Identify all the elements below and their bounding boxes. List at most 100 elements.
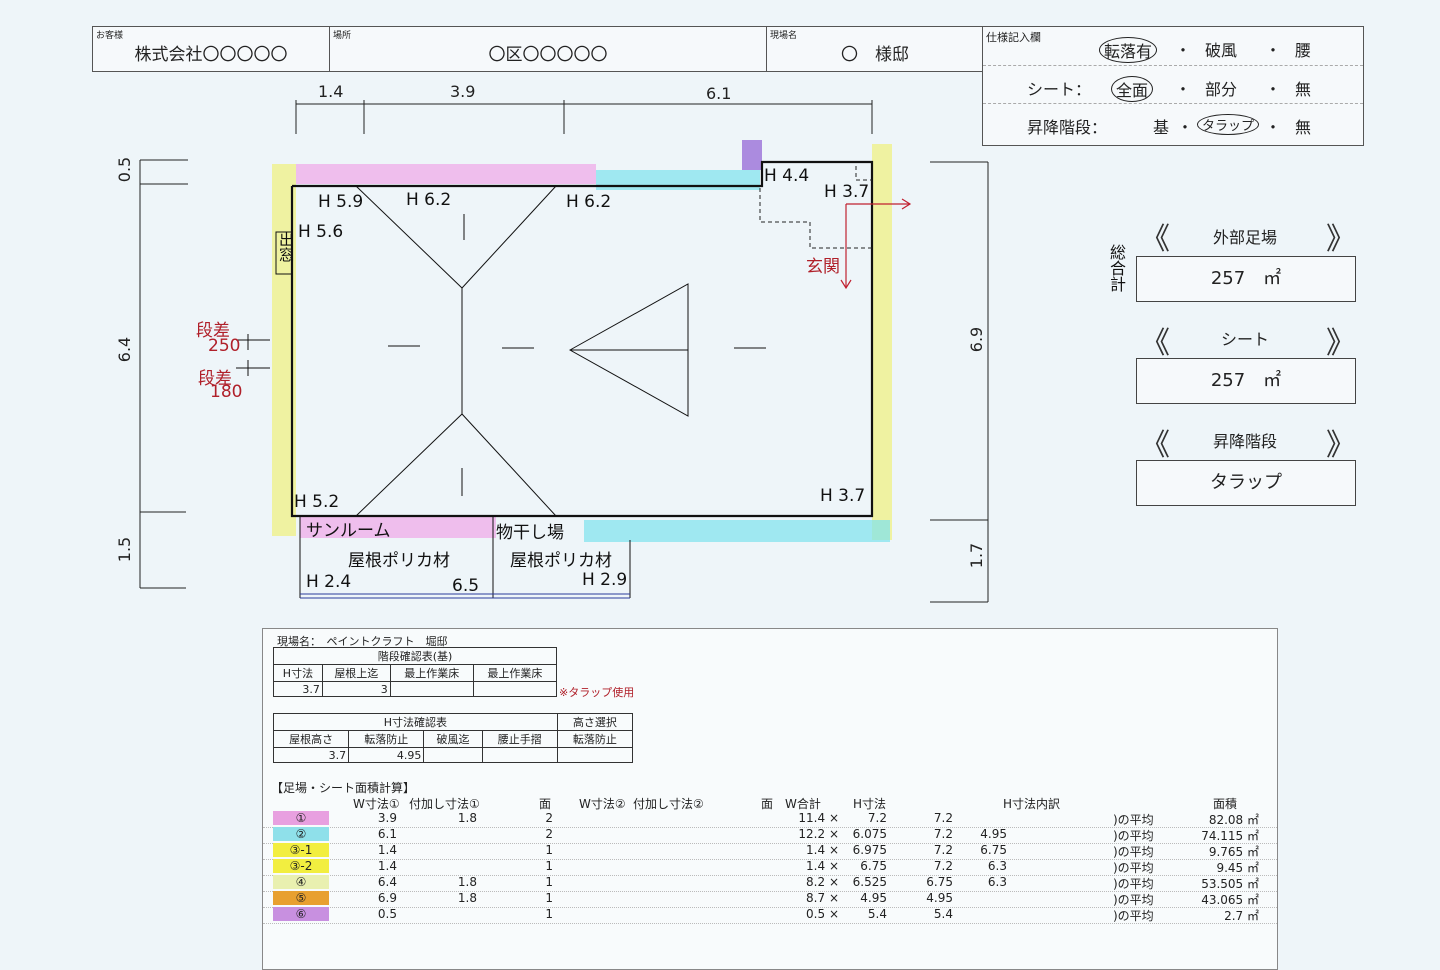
- hsize-cell: 4.95: [860, 891, 887, 905]
- highlight-pink-bottom: [300, 516, 496, 538]
- entrance-label: 玄関: [806, 257, 840, 277]
- face-cell: 1: [545, 907, 553, 921]
- width1-cell: 1.4: [377, 843, 397, 857]
- roof-ridge-line: [355, 413, 463, 517]
- calc-header: W寸法②: [579, 797, 626, 811]
- row-id-swatch: ⑥: [273, 907, 329, 921]
- entrance-dashed-outline: [855, 166, 872, 181]
- drying-area-label: 物干し場: [496, 523, 564, 543]
- sheet-total-label: シート: [1220, 330, 1269, 349]
- table-header: 最上作業床: [389, 664, 474, 682]
- dim-left-2: 6.4: [115, 336, 135, 363]
- hsize-cell: 6.525: [852, 875, 887, 889]
- calc-header-row: W寸法① 付加し寸法① 面 W寸法② 付加し寸法② 面 W合計 H寸法 H寸法内…: [263, 795, 1277, 811]
- average-label: )の平均: [1113, 877, 1154, 891]
- spec-stairs-label: 昇降階段：: [1027, 118, 1108, 137]
- spec-row-sheet: シート： 全面 ・ 部分 ・ 無: [983, 65, 1363, 104]
- height-label: H 2.9: [582, 570, 628, 590]
- dim-right-1: 6.9: [967, 326, 987, 353]
- highlight-cyan-bottom: [584, 520, 890, 542]
- table-header: H寸法: [273, 664, 323, 682]
- row-id-swatch: ③-1: [273, 843, 329, 857]
- bay-window-label: 出窓: [277, 232, 295, 262]
- area-cell: 74.115 ㎡: [1201, 829, 1259, 843]
- spec-sep: ・: [1175, 41, 1192, 60]
- spec-sep: ・: [1265, 118, 1282, 137]
- average-label: )の平均: [1113, 845, 1154, 859]
- total-label: 総合計: [1107, 244, 1126, 292]
- sheet-site-line: 現場名： ペイントクラフト 堀邸: [277, 635, 448, 648]
- spec-sep: ・: [1175, 80, 1192, 99]
- face-cell: 2: [545, 811, 553, 825]
- chevron-left-icon: 《: [1140, 326, 1170, 361]
- height-label: H 2.4: [306, 572, 352, 592]
- wsum-cell: 1.4 ×: [806, 859, 839, 873]
- step-label: 段差: [196, 321, 230, 341]
- wsum-cell: 11.4 ×: [798, 811, 839, 825]
- height-label: H 5.6: [298, 222, 344, 242]
- dim-left-1: 0.5: [115, 156, 135, 183]
- hpart1-cell: 4.95: [926, 891, 953, 905]
- height-select-title: 高さ選択: [556, 713, 634, 731]
- spec-sep: ・: [1265, 80, 1282, 99]
- row-id-swatch: ②: [273, 827, 329, 841]
- width1-cell: 6.9: [377, 891, 397, 905]
- calc-header: W合計: [785, 797, 821, 811]
- area-cell: 43.065 ㎡: [1201, 893, 1259, 907]
- table-header: 屋根高さ: [272, 730, 350, 748]
- step-label: 段差: [198, 369, 232, 389]
- calc-header: 面積: [1213, 797, 1238, 811]
- bay-window-box: [275, 231, 293, 275]
- hpart1-cell: 7.2: [933, 827, 953, 841]
- site-caption: 現場名: [770, 31, 798, 41]
- table-cell: [389, 681, 474, 697]
- add1-cell: 1.8: [457, 891, 477, 905]
- hpart2-cell: 6.3: [987, 875, 1007, 889]
- chevron-right-icon: 》: [1326, 428, 1356, 463]
- hpart2-cell: 6.75: [980, 843, 1007, 857]
- highlight-purple-corner: [742, 140, 762, 170]
- hsize-cell: 7.2: [867, 811, 887, 825]
- roof-ridge-line: [461, 185, 557, 289]
- hpart1-cell: 7.2: [933, 811, 953, 825]
- spec-sheet-full: 全面: [1111, 76, 1154, 102]
- height-label: H 6.2: [566, 192, 612, 212]
- table-cell: [472, 681, 558, 697]
- table-header: 腰止手摺: [481, 730, 558, 748]
- chevron-right-icon: 》: [1326, 326, 1356, 361]
- spec-sep: ・: [1177, 118, 1194, 137]
- highlight-pink-top: [296, 164, 596, 184]
- table-cell: 4.95: [348, 747, 425, 763]
- face-cell: 1: [545, 859, 553, 873]
- hpart1-cell: 7.2: [933, 843, 953, 857]
- step-value: 180: [210, 382, 243, 402]
- customer-caption: お客様: [96, 31, 124, 41]
- area-cell: 82.08 ㎡: [1208, 813, 1259, 827]
- calc-header: 面: [761, 797, 774, 811]
- calculation-sheet: 現場名： ペイントクラフト 堀邸 階段確認表(基) H寸法 屋根上迄 最上作業床…: [262, 628, 1278, 970]
- width1-cell: 0.5: [377, 907, 397, 921]
- average-label: )の平均: [1113, 909, 1154, 923]
- add1-cell: 1.8: [457, 811, 477, 825]
- hpart1-cell: 7.2: [933, 859, 953, 873]
- place-caption: 場所: [333, 31, 352, 41]
- exterior-scaffold-value: 257 ㎡: [1136, 256, 1356, 302]
- roof-material-label: 屋根ポリカ材: [348, 551, 450, 571]
- add1-cell: 1.8: [457, 875, 477, 889]
- wsum-cell: 0.5 ×: [806, 907, 839, 921]
- height-label: H 5.9: [318, 192, 364, 212]
- area-cell: 2.7 ㎡: [1224, 909, 1259, 923]
- place-value: 〇区〇〇〇〇〇: [488, 45, 608, 65]
- dim-right-2: 1.7: [967, 542, 987, 569]
- calc-header: H寸法内訳: [1003, 797, 1061, 811]
- hpart1-cell: 5.4: [933, 907, 953, 921]
- chevron-right-icon: 》: [1326, 222, 1356, 257]
- highlight-yellow-right: [872, 144, 892, 540]
- roof-ridge-line: [355, 185, 463, 289]
